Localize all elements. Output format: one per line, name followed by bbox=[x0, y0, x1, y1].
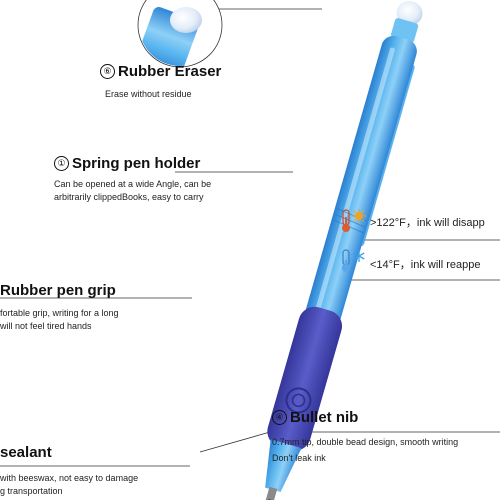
eraser-description: Erase without residue bbox=[105, 89, 192, 99]
grip-description-line1: fortable grip, writing for a long bbox=[0, 308, 119, 318]
spring-title-text: Spring pen holder bbox=[72, 155, 201, 172]
cold-temperature-text: <14°F，ink will reappe bbox=[370, 259, 481, 271]
sealant-title: sealant bbox=[0, 444, 52, 461]
spring-number: ① bbox=[54, 156, 69, 171]
nib-title-text: Bullet nib bbox=[290, 409, 359, 426]
nib-number: ④ bbox=[272, 410, 287, 425]
sealant-description-line2: g transportation bbox=[0, 486, 63, 496]
nib-leader-diagonal bbox=[199, 431, 271, 453]
eraser-title-text: Rubber Eraser bbox=[118, 63, 222, 80]
hot-temperature-text: >122°F，ink will disapp bbox=[370, 217, 485, 229]
eraser-number: ⑥ bbox=[100, 64, 115, 79]
grip-description-line2: will not feel tired hands bbox=[0, 321, 92, 331]
thermometer-snowflake-icon bbox=[338, 248, 368, 274]
spring-description: Can be opened at a wide Angle, can be ar… bbox=[54, 179, 212, 202]
thermometer-sun-icon bbox=[338, 208, 368, 234]
grip-title: Rubber pen grip bbox=[0, 282, 116, 299]
sealant-description-line1: with beeswax, not easy to damage bbox=[0, 473, 139, 483]
nib-description-line1: 0.7mm tip, double bead design, smooth wr… bbox=[272, 437, 459, 447]
leader-lines bbox=[0, 8, 500, 467]
nib-description-line2: Don't leak ink bbox=[272, 453, 326, 463]
